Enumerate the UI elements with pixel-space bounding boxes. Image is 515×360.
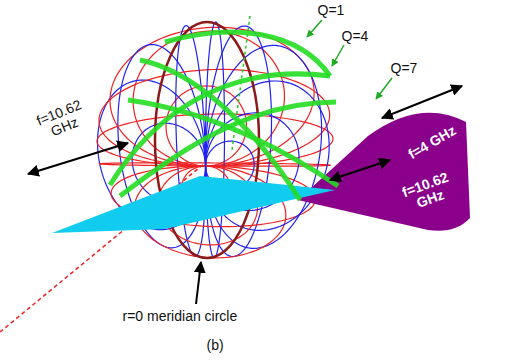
q-label: Q=4 [342, 29, 369, 44]
q-label: Q=1 [318, 3, 345, 18]
q-locus [165, 32, 330, 76]
q-loci [110, 32, 338, 200]
meridian-label: r=0 meridian circle [123, 309, 238, 324]
q-leader [376, 78, 392, 99]
frequency-arrow [28, 143, 128, 174]
smith-circle [205, 22, 224, 258]
q-leader [307, 20, 322, 37]
figure-caption: (b) [207, 338, 224, 353]
purple-plane [298, 113, 470, 231]
q-locus [120, 102, 336, 196]
q-leader [332, 45, 344, 66]
meridian-pointer [196, 262, 201, 304]
frequency-label: f=10.62 GHz [29, 95, 94, 145]
q-locus [140, 60, 300, 200]
frequency-arrow [382, 86, 462, 118]
frequency-arrow [330, 160, 390, 180]
q-label: Q=7 [391, 61, 418, 76]
